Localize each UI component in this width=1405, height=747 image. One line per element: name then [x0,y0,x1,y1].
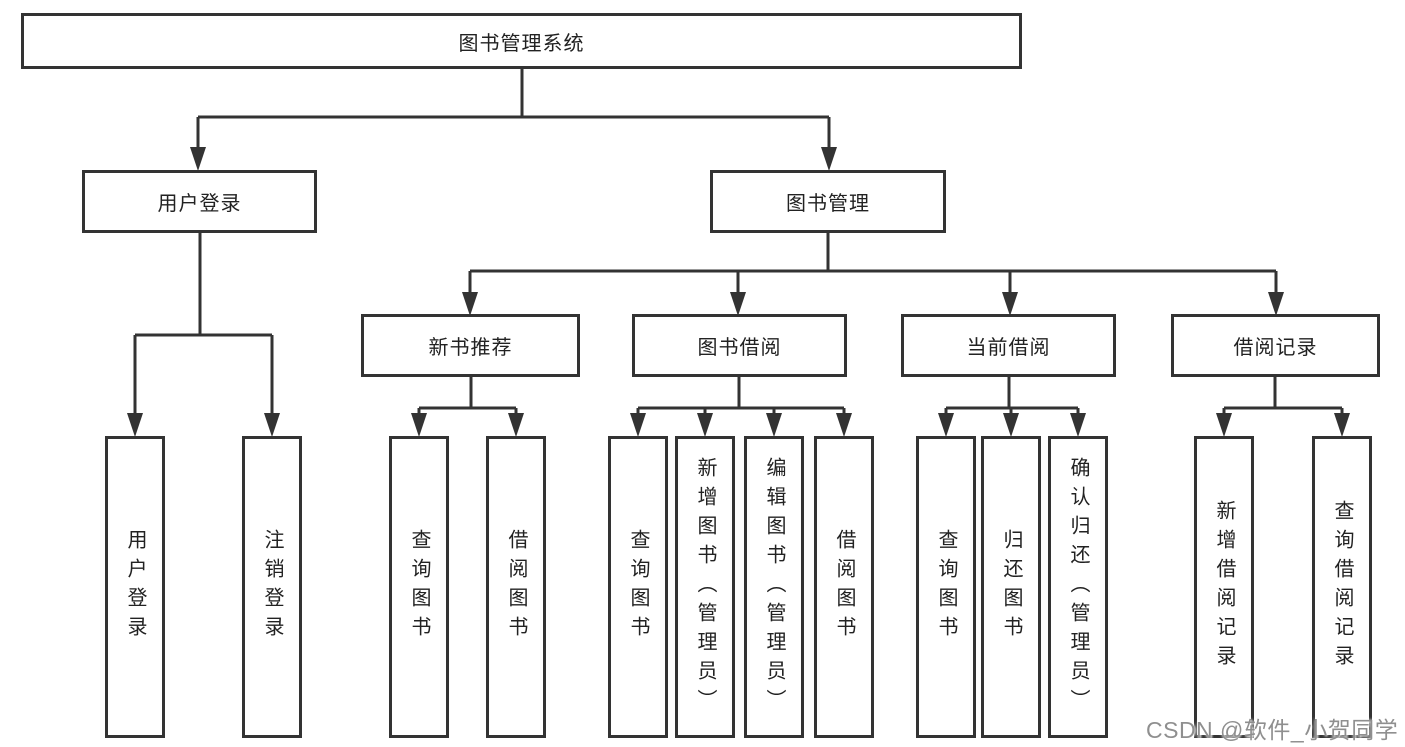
node-user-login: 用户登录 [82,170,317,233]
leaf-label: 新增图书（管理员） [694,456,716,718]
leaf-query-borrow-record: 查询借阅记录 [1312,436,1372,738]
node-library-management-system: 图书管理系统 [21,13,1022,69]
csdn-watermark: CSDN @软件_小贺同学 [1146,717,1399,743]
node-label: 用户登录 [157,193,242,215]
leaf-label: 查询图书 [627,529,649,645]
node-book-borrow: 图书借阅 [632,314,847,377]
node-current-borrow: 当前借阅 [901,314,1116,377]
node-label: 当前借阅 [966,337,1051,359]
node-label: 图书管理 [786,193,870,215]
leaf-add-book-admin: 新增图书（管理员） [675,436,735,738]
node-label: 新书推荐 [428,337,513,359]
node-book-management: 图书管理 [710,170,946,233]
leaf-label: 借阅图书 [505,529,527,645]
leaf-return-book: 归还图书 [981,436,1041,738]
leaf-label: 编辑图书（管理员） [763,456,785,718]
node-label: 图书管理系统 [458,32,585,55]
node-label: 图书借阅 [697,337,782,359]
leaf-label: 查询图书 [408,529,430,645]
leaf-user-login: 用户登录 [105,436,165,738]
leaf-label: 借阅图书 [833,529,855,645]
leaf-query-books-recommend: 查询图书 [389,436,449,738]
leaf-query-books-current: 查询图书 [916,436,976,738]
node-new-book-recommend: 新书推荐 [361,314,580,377]
leaf-logout: 注销登录 [242,436,302,738]
leaf-label: 查询借阅记录 [1331,500,1353,674]
leaf-label: 归还图书 [1000,529,1022,645]
leaf-confirm-return-admin: 确认归还（管理员） [1048,436,1108,738]
leaf-add-borrow-record: 新增借阅记录 [1194,436,1254,738]
leaf-label: 确认归还（管理员） [1067,456,1089,718]
leaf-query-books-borrow: 查询图书 [608,436,668,738]
node-label: 借阅记录 [1233,337,1318,359]
leaf-borrow-books-recommend: 借阅图书 [486,436,546,738]
node-borrow-records: 借阅记录 [1171,314,1380,377]
leaf-label: 注销登录 [261,529,283,645]
leaf-label: 用户登录 [124,529,146,645]
leaf-label: 查询图书 [935,529,957,645]
leaf-edit-book-admin: 编辑图书（管理员） [744,436,804,738]
leaf-label: 新增借阅记录 [1213,500,1235,674]
leaf-borrow-books: 借阅图书 [814,436,874,738]
